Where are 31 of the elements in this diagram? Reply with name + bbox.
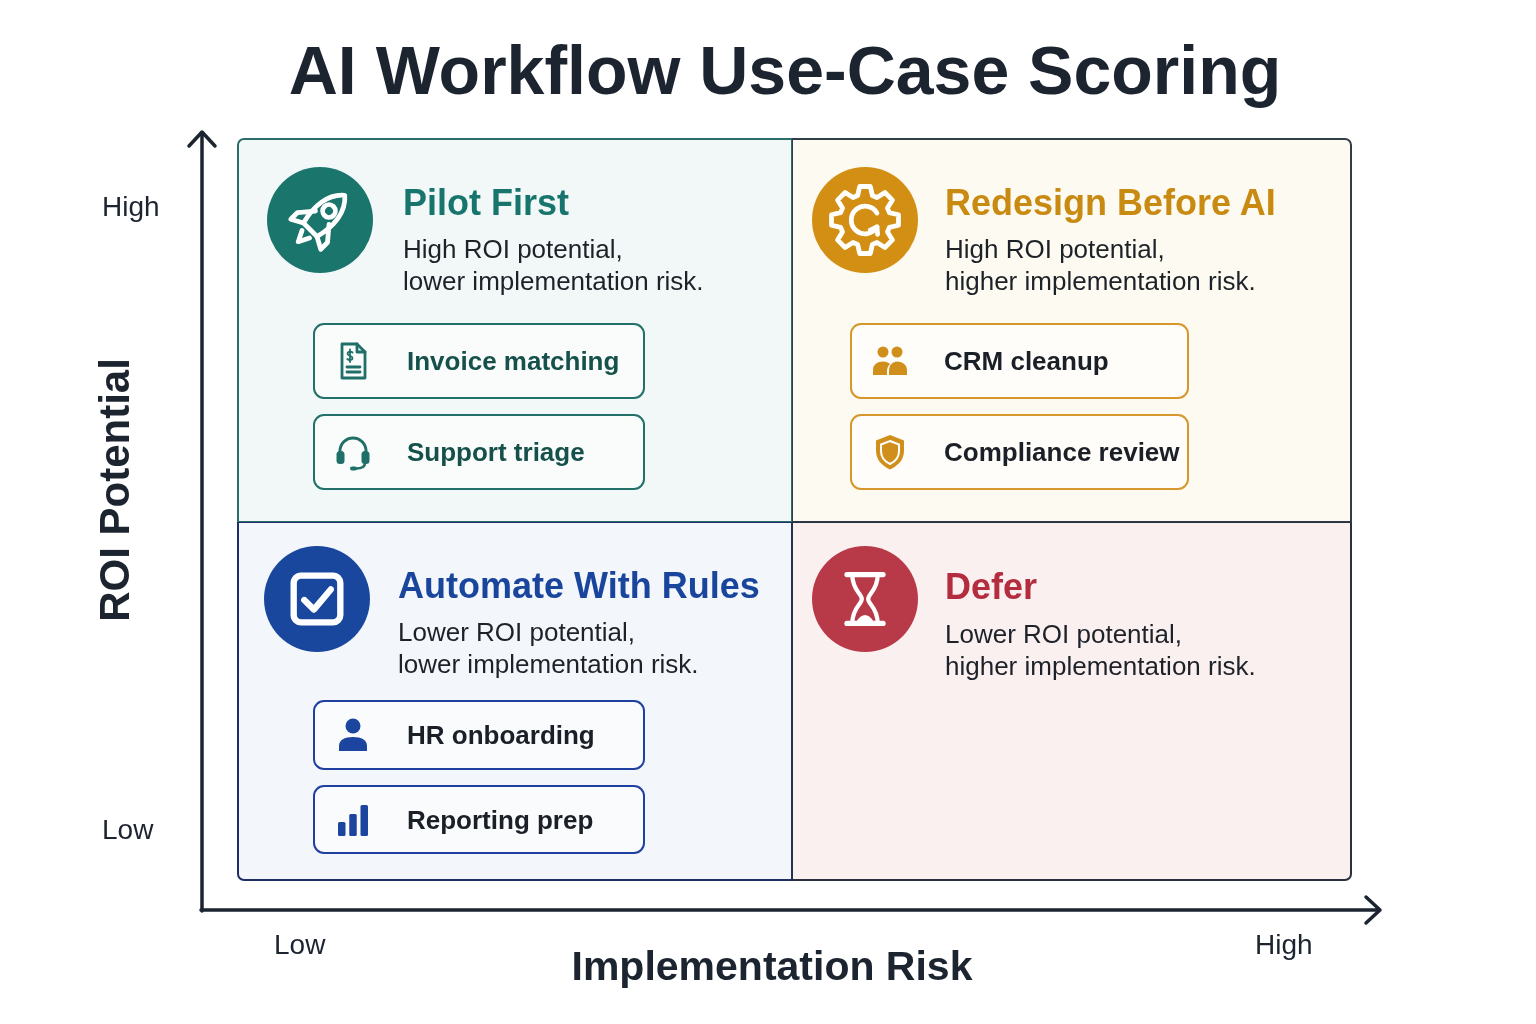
quadrant-panel (237, 138, 792, 522)
quadrant-description: High ROI potential, higher implementation risk. (945, 233, 1256, 297)
axis-tick-label: High (102, 190, 160, 224)
use-case-card (313, 700, 645, 770)
axis-tick-label: High (1255, 928, 1313, 962)
quadrant-description: Lower ROI potential, lower implementation risk. (398, 616, 699, 680)
quadrant-panel (237, 522, 792, 881)
quadrant-panel (792, 138, 1352, 522)
use-case-card (850, 414, 1189, 490)
quadrant-heading: Pilot First (403, 181, 569, 225)
use-case-label: Invoice matching (407, 345, 620, 377)
quadrant-heading: Redesign Before AI (945, 181, 1276, 225)
axis-tick-label: Low (274, 928, 326, 962)
use-case-card (850, 323, 1189, 399)
title: AI Workflow Use-Case Scoring (288, 31, 1282, 110)
use-case-card (313, 414, 645, 490)
axis-title: ROI Potential (90, 358, 139, 622)
use-case-label: Reporting prep (407, 803, 594, 836)
quadrant-heading: Defer (945, 565, 1038, 609)
use-case-label: Compliance review (944, 436, 1180, 468)
axis-tick-label: Low (102, 813, 154, 847)
use-case-label: CRM cleanup (944, 345, 1109, 377)
quadrant-description: Lower ROI potential, higher implementation risk. (945, 618, 1256, 682)
use-case-card (313, 323, 645, 399)
quadrant-heading: Automate With Rules (398, 564, 760, 608)
use-case-label: HR onboarding (407, 719, 595, 751)
quadrant-description: High ROI potential, lower implementation risk. (403, 233, 704, 297)
axis-title: Implementation Risk (571, 942, 973, 991)
use-case-card (313, 785, 645, 854)
quadrant-panel (792, 522, 1352, 881)
use-case-label: Support triage (407, 436, 585, 468)
